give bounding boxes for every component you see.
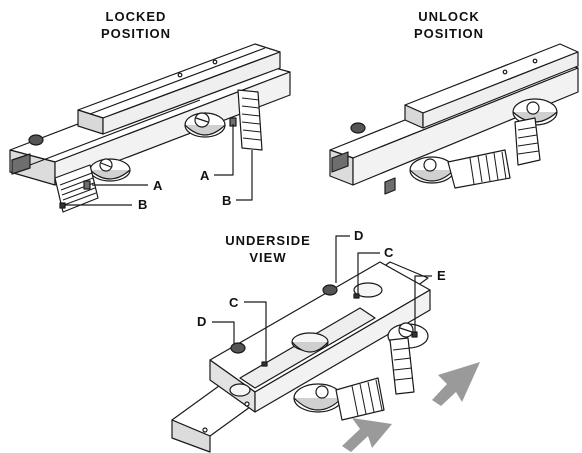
unlock-mount-drawing: [329, 43, 579, 195]
underside-label-c-left: C: [229, 295, 239, 310]
underside-label-d-left: D: [197, 314, 207, 329]
unlock-label-a: A: [200, 168, 210, 183]
locked-position-caption: LOCKED POSITION: [80, 8, 192, 42]
underside-caption-line1: UNDERSIDE: [225, 233, 311, 248]
locked-caption-line2: POSITION: [100, 26, 172, 41]
locked-label-a: A: [153, 178, 163, 193]
underside-caption-line2: VIEW: [249, 250, 287, 265]
unlock-position-caption: UNLOCK POSITION: [393, 8, 505, 42]
underside-label-e: E: [437, 268, 446, 283]
underside-label-c-top: C: [384, 245, 394, 260]
unlock-label-b: B: [222, 193, 232, 208]
locked-label-b: B: [138, 197, 148, 212]
underside-view-caption: UNDERSIDE VIEW: [212, 232, 324, 266]
locked-caption-line1: LOCKED: [105, 9, 167, 24]
underside-mount-drawing: [171, 235, 432, 453]
locked-mount-drawing: [9, 43, 291, 213]
unlock-caption-line1: UNLOCK: [418, 9, 480, 24]
unlock-caption-line2: POSITION: [413, 26, 485, 41]
underside-label-d-top: D: [354, 228, 364, 243]
direction-arrow-icon: [342, 362, 480, 452]
